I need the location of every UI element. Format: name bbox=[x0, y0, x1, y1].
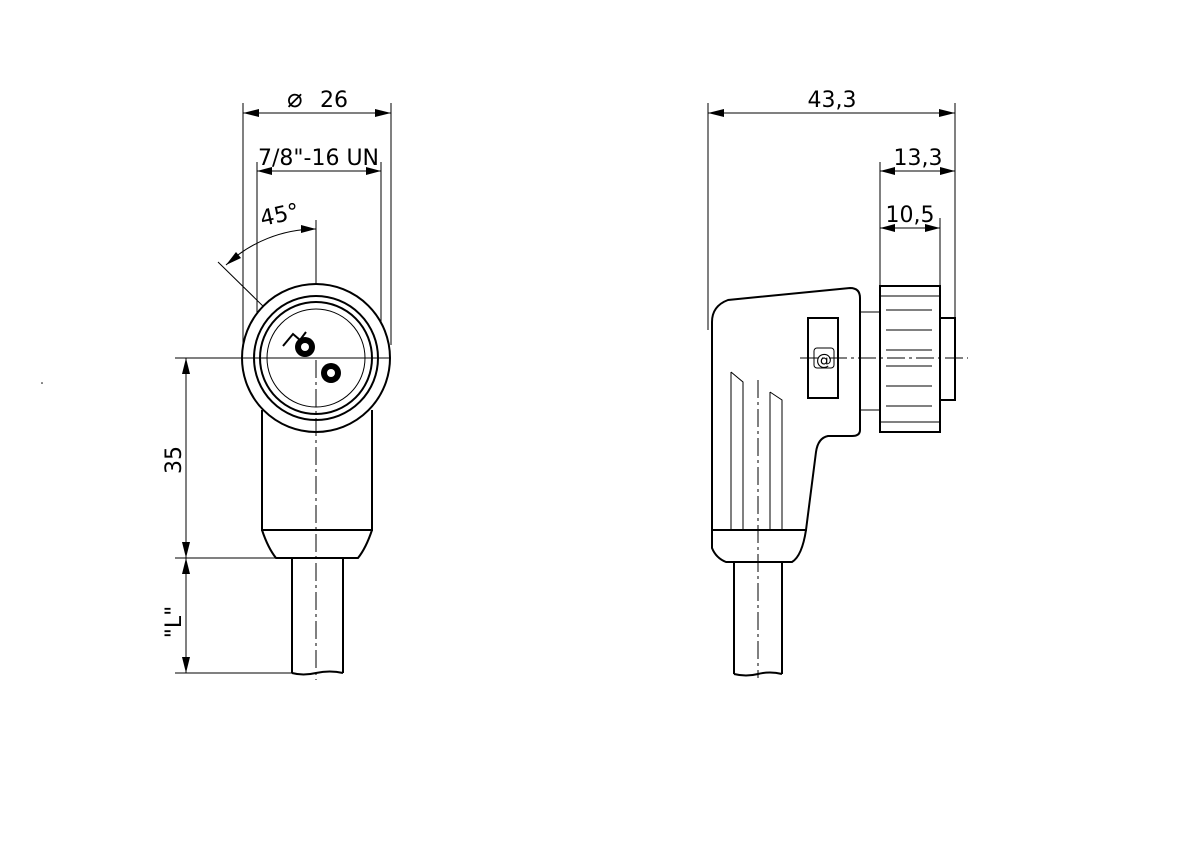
stray-mark bbox=[41, 382, 43, 384]
side-view: 43,3 13,3 10,5 bbox=[707, 88, 968, 678]
length-label: "L" bbox=[162, 606, 187, 639]
side-connector-body: @ bbox=[711, 286, 861, 563]
side-cable bbox=[733, 380, 783, 678]
front-view: ⌀ 26 7/8"-16 UN 45° bbox=[162, 84, 392, 680]
nut-width-dimension: 13,3 bbox=[879, 146, 955, 286]
nut-inner-dimension: 10,5 bbox=[880, 203, 941, 286]
angle-label: 45° bbox=[258, 199, 301, 232]
nut-inner-label: 10,5 bbox=[886, 203, 935, 228]
thread-dimension: 7/8"-16 UN bbox=[256, 146, 382, 350]
overall-length-dimension: 43,3 bbox=[707, 88, 956, 330]
height-label: 35 bbox=[162, 446, 187, 474]
height-dimension: 35 bbox=[162, 358, 292, 559]
thread-label: 7/8"-16 UN bbox=[258, 146, 379, 171]
diameter-dimension: ⌀ 26 bbox=[242, 84, 392, 345]
diameter-symbol: ⌀ bbox=[287, 84, 303, 114]
front-cable bbox=[291, 558, 344, 676]
length-dimension: "L" bbox=[162, 558, 292, 674]
diameter-label: 26 bbox=[320, 88, 348, 113]
logo-label: @ bbox=[816, 350, 832, 369]
nut-width-label: 13,3 bbox=[894, 146, 943, 171]
coupling-nut bbox=[860, 285, 956, 433]
overall-length-label: 43,3 bbox=[808, 88, 857, 113]
